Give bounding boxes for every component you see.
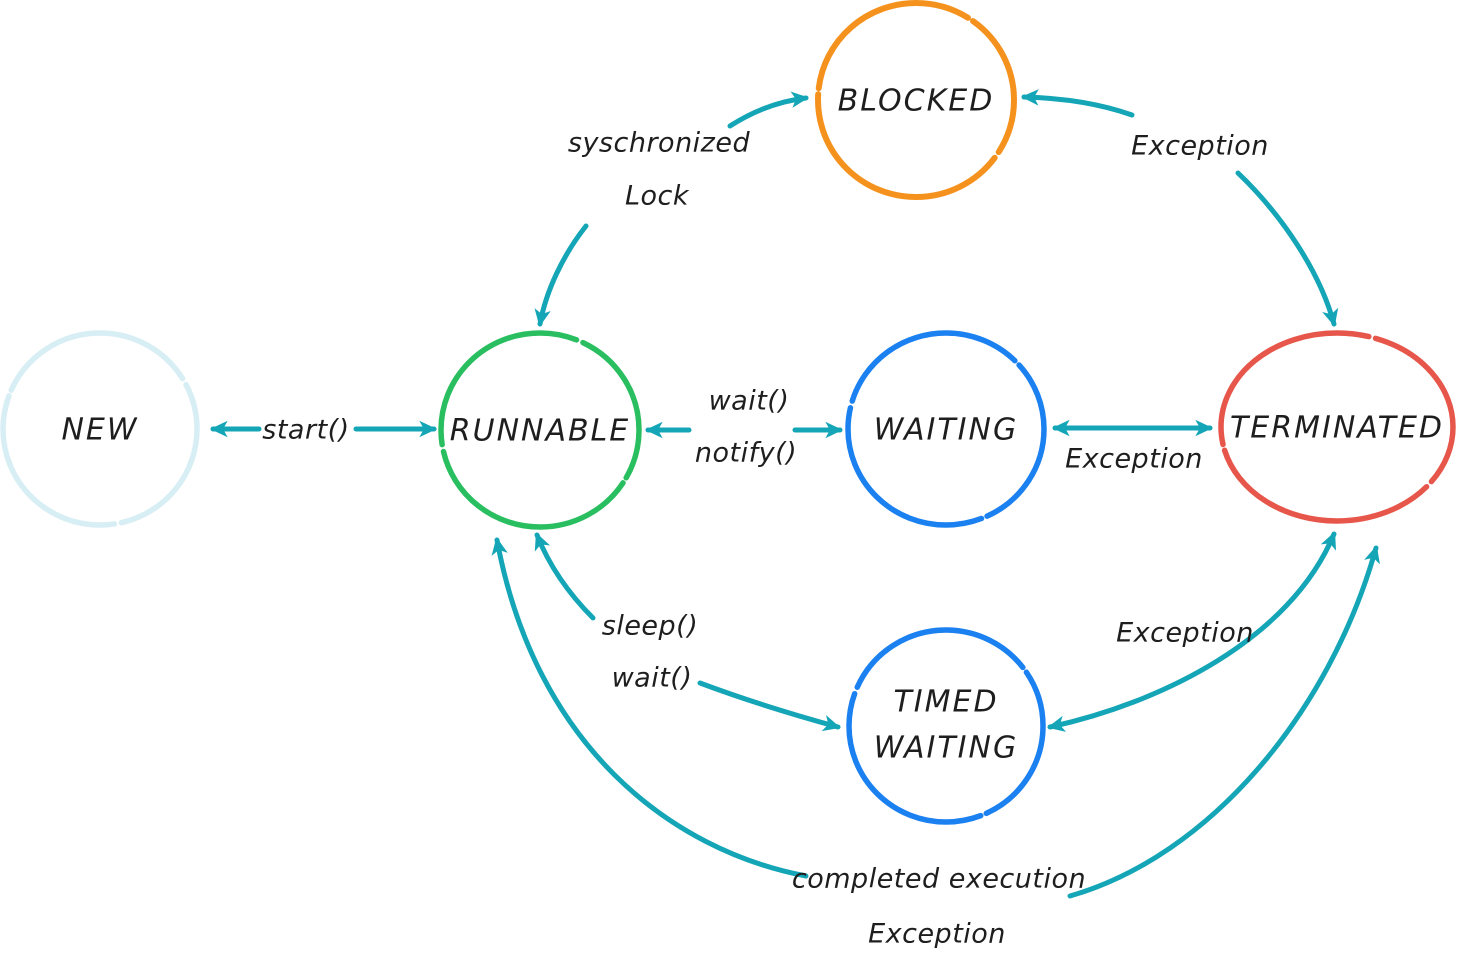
arrow-exception-terminated-timed-waiting[interactable]	[1047, 531, 1337, 732]
edge-label-wait: wait()	[709, 386, 790, 417]
edge-label-exception-waiting: Exception	[1065, 444, 1203, 475]
arrow-wait-to-timed-waiting[interactable]	[697, 680, 841, 732]
edge-label-synchronized-line2: Lock	[625, 181, 690, 212]
node-label-timed-waiting-line1: TIMED	[893, 685, 998, 720]
arrow-exception-to-blocked[interactable]	[1021, 89, 1135, 118]
edge-label-sleep: sleep()	[602, 611, 699, 642]
node-label-new: NEW	[61, 413, 138, 448]
arrow-exception-to-terminated-top[interactable]	[1235, 170, 1339, 327]
state-node-timed-waiting[interactable]	[846, 627, 1046, 825]
edge-label-synchronized-line1: syschronized	[568, 128, 751, 159]
arrow-exception-to-terminated-bottom[interactable]	[1067, 545, 1380, 899]
state-node-new[interactable]	[0, 330, 200, 528]
edge-label-start: start()	[262, 415, 349, 446]
edge-label-wait-timed: wait()	[612, 663, 693, 694]
arrow-sync-to-blocked[interactable]	[727, 91, 809, 129]
state-node-terminated[interactable]	[1218, 330, 1456, 524]
state-node-waiting[interactable]	[845, 330, 1047, 528]
arrow-sleep-to-runnable[interactable]	[534, 532, 596, 621]
arrow-completed-to-runnable[interactable]	[491, 537, 809, 879]
state-node-blocked[interactable]	[815, 0, 1017, 200]
node-label-blocked: BLOCKED	[838, 84, 995, 119]
edge-label-notify: notify()	[695, 438, 797, 469]
state-node-runnable[interactable]	[438, 330, 642, 530]
edge-label-exception-timed: Exception	[1116, 618, 1254, 649]
edge-label-exception-blocked: Exception	[1131, 131, 1269, 162]
node-label-waiting: WAITING	[874, 413, 1018, 448]
edge-label-exception-bottom: Exception	[868, 919, 1006, 950]
node-label-timed-waiting-line2: WAITING	[874, 731, 1018, 766]
node-label-runnable: RUNNABLE	[450, 414, 630, 449]
node-label-terminated: TERMINATED	[1230, 411, 1444, 446]
edge-label-completed-execution: completed execution	[792, 864, 1086, 895]
arrow-blocked-to-runnable[interactable]	[534, 223, 589, 327]
